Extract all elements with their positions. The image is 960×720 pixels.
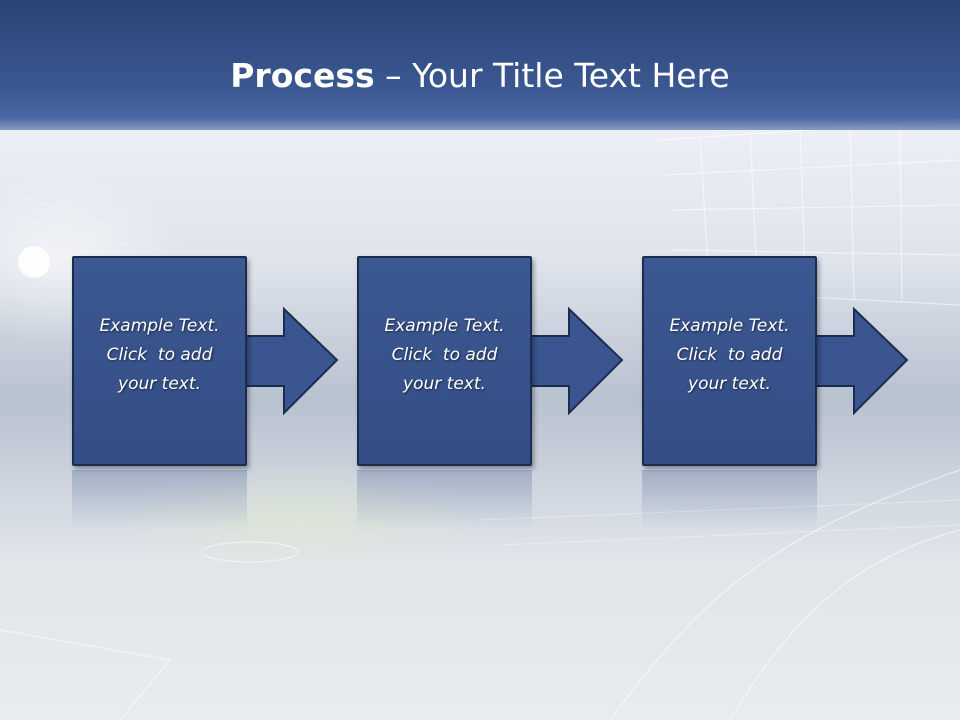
process-step-3[interactable]: Example Text. Click to add your text.: [642, 256, 909, 468]
step-text-line: your text.: [118, 374, 201, 394]
step-text-line: Example Text.: [99, 316, 220, 336]
step-reflection: [72, 470, 247, 530]
step-box: [357, 256, 532, 466]
title-bold: Process: [230, 56, 375, 95]
step-reflection: [357, 470, 532, 530]
floodlight-glow: [18, 246, 50, 278]
title-bar: [0, 0, 960, 130]
process-step-1[interactable]: Example Text. Click to add your text.: [72, 256, 339, 468]
process-step-2[interactable]: Example Text. Click to add your text.: [357, 256, 624, 468]
step-text-line: Click to add: [391, 345, 498, 365]
step-text[interactable]: Example Text. Click to add your text.: [76, 312, 243, 399]
step-text-line: your text.: [688, 374, 771, 394]
step-box: [642, 256, 817, 466]
step-text-line: your text.: [403, 374, 486, 394]
step-reflection: [642, 470, 817, 530]
step-box: [72, 256, 247, 466]
step-text-line: Click to add: [106, 345, 213, 365]
slide-title[interactable]: Process – Your Title Text Here: [0, 54, 960, 98]
title-rest: – Your Title Text Here: [374, 56, 730, 95]
step-text-line: Example Text.: [384, 316, 505, 336]
step-text[interactable]: Example Text. Click to add your text.: [646, 312, 813, 399]
step-text[interactable]: Example Text. Click to add your text.: [361, 312, 528, 399]
step-text-line: Click to add: [676, 345, 783, 365]
step-text-line: Example Text.: [669, 316, 790, 336]
